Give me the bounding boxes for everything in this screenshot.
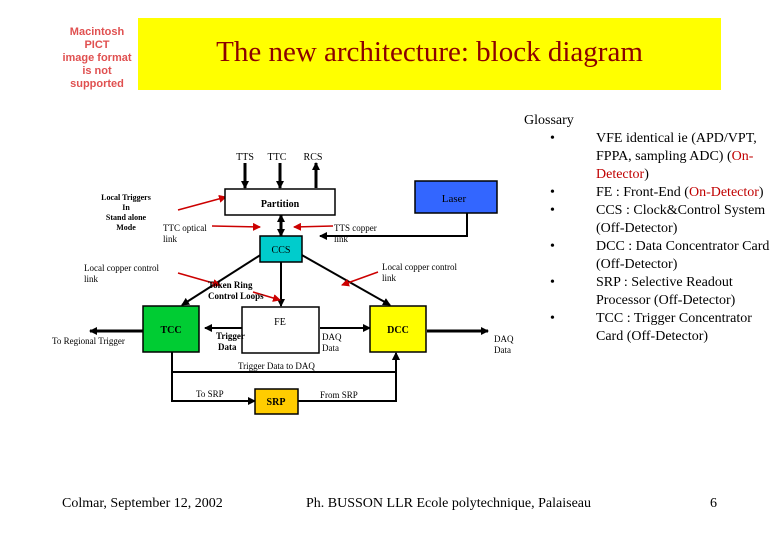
diagram-labels: TTS TTC RCS Local Triggers In Stand alon… (52, 152, 514, 400)
local-copper-left-2: link (84, 274, 99, 284)
ccs-block: CCS (259, 235, 303, 263)
tts-copper-2: link (334, 234, 349, 244)
to-regional-label: To Regional Trigger (52, 336, 125, 346)
srp-label: SRP (267, 397, 286, 408)
pict-line-2: image format (62, 52, 132, 64)
pict-line-3: is not supported (70, 65, 124, 90)
bullet: • (550, 311, 555, 326)
glossary-tail: ) (758, 185, 764, 200)
glossary-text: TCC : Trigger Concentrator Card (Off-Det… (596, 311, 752, 344)
ttc-optical-1: TTC optical (163, 223, 207, 233)
glossary-text: VFE identical ie (APD/VPT, FPPA, samplin… (596, 131, 757, 164)
trigger-data-2: Data (218, 342, 237, 352)
pict-placeholder: Macintosh PICT image format is not suppo… (56, 26, 138, 91)
daq-data-outer-2: Data (494, 345, 511, 355)
glossary-text: CCS : Clock&Control System (Off-Detector… (596, 203, 766, 236)
footer-date: Colmar, September 12, 2002 (62, 496, 223, 511)
dcc-label: DCC (387, 325, 409, 336)
daq-data-inner-1: DAQ (322, 332, 342, 342)
local-triggers-2: In (122, 203, 130, 212)
bullet: • (550, 275, 555, 290)
tts-label: TTS (236, 152, 254, 163)
local-triggers-4: Mode (116, 223, 136, 232)
pict-line-1: Macintosh PICT (69, 26, 125, 51)
glossary-text: SRP : Selective Readout Processor (Off-D… (596, 275, 736, 308)
local-copper-right-2: link (382, 273, 397, 283)
tcc-block: TCC (142, 305, 200, 353)
glossary-list: • VFE identical ie (APD/VPT, FPPA, sampli… (524, 130, 774, 346)
glossary-red-text: On-Detector (688, 185, 759, 200)
glossary-item-fe: • FE : Front-End (On-Detector) (524, 184, 774, 202)
glossary-item-tcc: • TCC : Trigger Concentrator Card (Off-De… (524, 310, 774, 346)
from-srp-label: From SRP (320, 390, 358, 400)
dcc-block: DCC (369, 305, 427, 353)
fe-label: FE (274, 317, 286, 328)
srp-block: SRP (254, 388, 299, 415)
ccs-label: CCS (272, 245, 291, 256)
glossary-item-dcc: • DCC : Data Concentrator Card (Off-Detec… (524, 238, 774, 274)
token-ring-1: Token Ring (208, 280, 253, 290)
ttc-label: TTC (268, 152, 287, 163)
tcc-label: TCC (160, 325, 181, 336)
daq-data-outer-1: DAQ (494, 334, 514, 344)
bullet: • (550, 131, 555, 146)
local-copper-left-1: Local copper control (84, 263, 159, 273)
rcs-label: RCS (304, 152, 323, 163)
title-bar (138, 18, 721, 90)
partition-label: Partition (261, 199, 300, 210)
bullet: • (550, 239, 555, 254)
glossary-text: DCC : Data Concentrator Card (Off-Detect… (596, 239, 770, 272)
daq-data-inner-2: Data (322, 343, 339, 353)
tts-copper-1: TTS copper (334, 223, 377, 233)
glossary-text: FE : Front-End ( (596, 185, 689, 200)
glossary-tail: ) (644, 167, 649, 182)
trigger-to-daq-label: Trigger Data to DAQ (238, 361, 315, 371)
token-ring-2: Control Loops (208, 291, 264, 301)
red-pointers (177, 194, 379, 302)
glossary-heading: Glossary (524, 113, 574, 128)
laser-block: Laser (414, 180, 498, 214)
fe-block: FE (241, 306, 320, 354)
to-srp-label: To SRP (196, 389, 224, 399)
ttc-optical-2: link (163, 234, 178, 244)
glossary: Glossary • VFE identical ie (APD/VPT, FPP… (524, 112, 774, 346)
local-triggers-3: Stand alone (106, 213, 147, 222)
bullet: • (550, 185, 555, 200)
footer-author: Ph. BUSSON LLR Ecole polytechnique, Pala… (306, 496, 592, 511)
glossary-item-ccs: • CCS : Clock&Control System (Off-Detecto… (524, 202, 774, 238)
glossary-red-text: On-Detector (596, 149, 754, 182)
local-triggers-1: Local Triggers (101, 193, 151, 202)
glossary-item-vfe: • VFE identical ie (APD/VPT, FPPA, sampli… (524, 130, 774, 184)
partition-block: Partition (224, 188, 336, 216)
local-copper-right-1: Local copper control (382, 262, 457, 272)
glossary-item-srp: • SRP : Selective Readout Processor (Off-… (524, 274, 774, 310)
bullet: • (550, 203, 555, 218)
laser-label: Laser (442, 193, 467, 205)
page-number: 6 (710, 496, 717, 511)
trigger-data-1: Trigger (216, 331, 245, 341)
slide-title: The new architecture: block diagram (216, 36, 643, 68)
